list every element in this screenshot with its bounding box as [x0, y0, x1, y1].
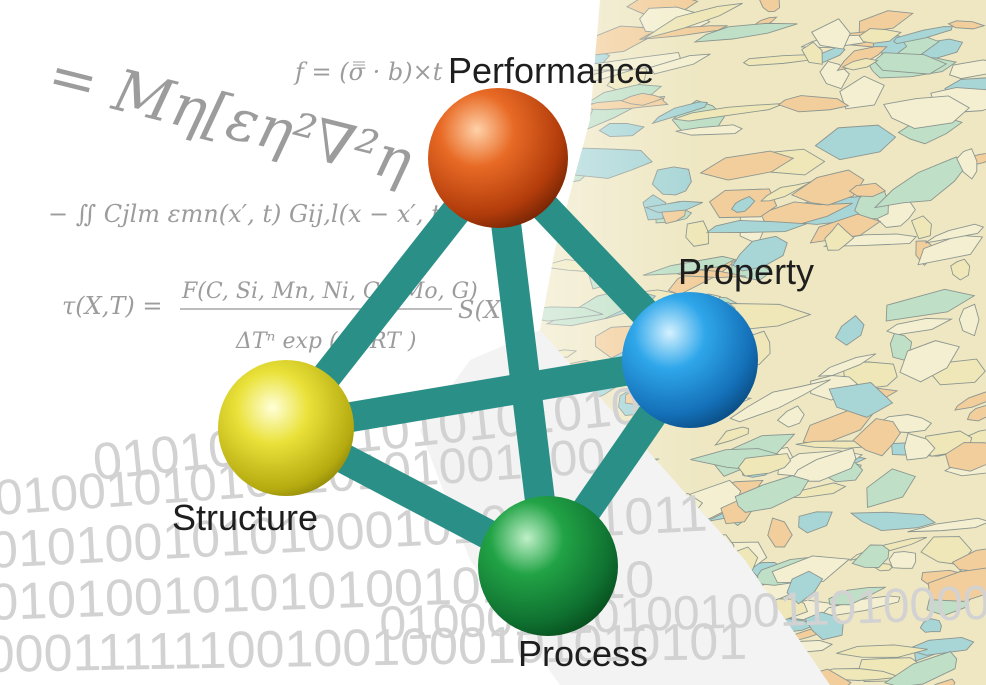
equation-tau-rhs: S(X — [458, 296, 502, 324]
grain — [786, 570, 824, 605]
equation-elastic: − ∬ Cjlm εmn(x′, t) Gij,l(x − x′, t − t′… — [48, 200, 501, 228]
grain — [693, 22, 798, 43]
grain — [848, 182, 887, 198]
equation-tau-denominator: ΔTⁿ exp ( Q/RT ) — [235, 329, 416, 354]
label-property: Property — [678, 251, 814, 292]
grain — [705, 219, 807, 233]
grain — [801, 41, 823, 65]
grain — [828, 382, 894, 418]
grain — [852, 418, 901, 457]
tetrahedron-nodes — [218, 88, 758, 636]
equation-tau-lhs: τ(X,T) = — [62, 292, 162, 320]
grain — [888, 551, 917, 569]
equations-group: f = (σ̿ · b)×t = Mη[εη²∇²η − − ∬ Cjlm εm… — [42, 40, 502, 354]
process-sphere — [478, 496, 618, 636]
grain — [824, 222, 855, 251]
grain — [777, 95, 850, 113]
grain — [866, 468, 916, 509]
grain — [798, 511, 833, 534]
grain — [540, 0, 563, 17]
grain — [734, 475, 810, 513]
grain — [789, 447, 857, 482]
equation-force: f = (σ̿ · b)×t — [293, 58, 443, 86]
grain — [903, 432, 936, 461]
grain — [892, 26, 953, 45]
grain — [834, 315, 865, 346]
grain — [760, 181, 812, 202]
grain — [910, 215, 932, 240]
grain — [814, 124, 897, 161]
grain — [951, 545, 986, 573]
grain — [841, 57, 879, 71]
grain — [729, 379, 831, 423]
label-process: Process — [518, 633, 648, 674]
grain — [919, 618, 942, 633]
grain — [843, 361, 898, 389]
grain — [885, 318, 954, 336]
grain — [858, 10, 915, 34]
property-sphere — [622, 292, 758, 428]
edge-structure-property — [283, 345, 693, 443]
grain — [956, 148, 978, 180]
grain — [804, 611, 844, 641]
grain — [915, 678, 956, 685]
grain — [945, 442, 986, 472]
grain — [714, 426, 749, 446]
grain — [851, 544, 890, 569]
grain — [899, 340, 960, 383]
grain — [758, 0, 781, 13]
grain — [958, 303, 980, 337]
grain — [954, 386, 986, 411]
grain — [767, 517, 793, 548]
grain — [810, 18, 851, 50]
grain — [559, 111, 587, 134]
grain — [947, 20, 986, 30]
grain — [948, 59, 986, 80]
grain — [925, 223, 985, 244]
grain — [858, 28, 902, 44]
grain — [771, 555, 851, 584]
node-labels: Performance Property Structure Process — [172, 50, 814, 674]
grain — [836, 644, 928, 658]
grain — [742, 54, 819, 67]
grain — [732, 235, 788, 272]
grain — [737, 453, 792, 477]
binary-row-5: 000111111001001000101010101 — [0, 613, 748, 684]
grain — [817, 353, 877, 377]
grain — [839, 75, 885, 110]
grain — [699, 150, 795, 181]
grain — [883, 95, 971, 129]
structure-sphere — [218, 360, 354, 496]
grain — [776, 405, 805, 428]
grain — [907, 517, 986, 533]
grain — [731, 195, 756, 213]
grain — [790, 169, 865, 206]
grain — [828, 586, 887, 606]
grain — [873, 156, 967, 209]
equation-tau-numerator: F(C, Si, Mn, Ni, Cr, Mo, G) — [181, 279, 478, 304]
grain — [849, 511, 937, 532]
performance-sphere — [428, 88, 568, 228]
grain — [950, 258, 971, 281]
label-structure: Structure — [172, 497, 318, 538]
label-performance: Performance — [448, 50, 654, 91]
grain — [885, 288, 976, 322]
